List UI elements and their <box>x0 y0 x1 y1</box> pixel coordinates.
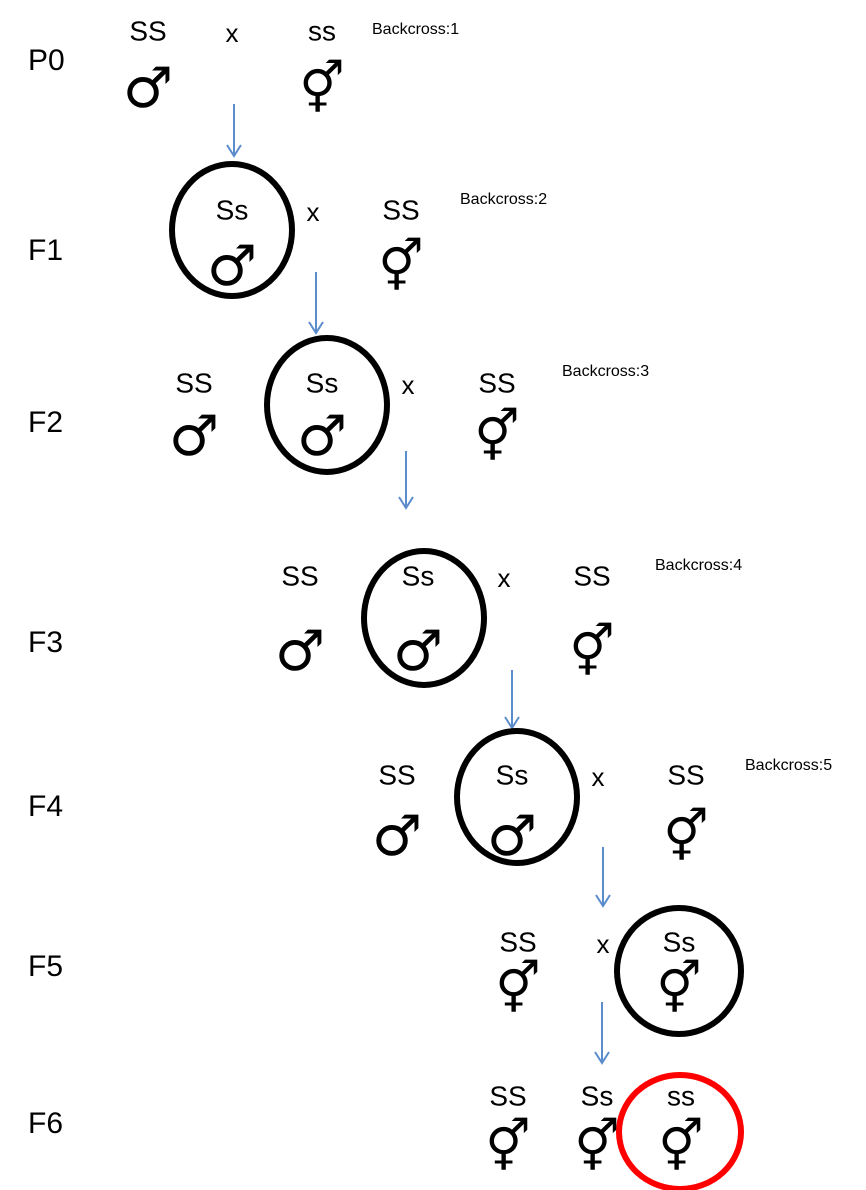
hermaphrodite-symbol-icon: ⚥ <box>495 960 540 1018</box>
individual-hermaphrodite: SS ⚥ <box>663 759 708 865</box>
generation-label: F1 <box>28 234 63 267</box>
individual-male: Ss ♂ <box>207 194 257 299</box>
generation-label: F5 <box>28 950 63 983</box>
hermaphrodite-symbol-icon: ⚥ <box>569 623 614 681</box>
cross-symbol: x <box>498 563 511 593</box>
individual-male: Ss ♂ <box>487 759 537 869</box>
hermaphrodite-symbol-icon: ⚥ <box>656 960 701 1018</box>
genotype-label: SS <box>499 926 536 957</box>
backcross-label: Backcross:4 <box>655 557 742 574</box>
selected-offspring-ring <box>169 161 295 299</box>
cross-symbol: x <box>592 762 605 792</box>
male-symbol-icon: ♂ <box>207 234 257 299</box>
selected-offspring-ring <box>614 905 744 1037</box>
individual-hermaphrodite: ss ⚥ <box>658 1080 703 1175</box>
male-symbol-icon: ♂ <box>123 56 173 121</box>
generation-label: F2 <box>28 406 63 439</box>
individual-male: SS ♂ <box>275 560 325 684</box>
highlighted-offspring-ring <box>616 1072 744 1190</box>
genotype-label: SS <box>382 194 419 225</box>
generation-label: F6 <box>28 1107 63 1140</box>
individual-hermaphrodite: SS ⚥ <box>378 194 423 295</box>
backcross-label: Backcross:2 <box>460 191 547 208</box>
generation-label: F3 <box>28 626 63 659</box>
individual-male: SS ♂ <box>123 15 173 121</box>
cross-symbol: x <box>226 18 239 48</box>
generation-row-f3: F3 SS ♂ Ss ♂ x SS ⚥ Backcross:4 <box>28 548 742 688</box>
genotype-label: Ss <box>402 560 435 591</box>
generation-label: F4 <box>28 790 63 823</box>
genotype-label: Ss <box>663 926 696 957</box>
generation-row-p0: P0 SS ♂ x ss ⚥ Backcross:1 <box>28 15 459 121</box>
genotype-label: SS <box>129 15 166 46</box>
hermaphrodite-symbol-icon: ⚥ <box>378 238 423 296</box>
genotype-label: SS <box>489 1080 526 1111</box>
generation-row-f4: F4 SS ♂ Ss ♂ x SS ⚥ Backcross:5 <box>28 728 832 869</box>
individual-hermaphrodite: SS ⚥ <box>474 367 519 465</box>
individual-male: SS ♂ <box>169 367 219 469</box>
individual-hermaphrodite: SS ⚥ <box>569 560 614 680</box>
genotype-label: SS <box>281 560 318 591</box>
male-symbol-icon: ♂ <box>372 804 422 869</box>
individual-hermaphrodite: Ss ⚥ <box>574 1080 619 1175</box>
individual-hermaphrodite: SS ⚥ <box>485 1080 530 1175</box>
generation-arrow <box>504 670 520 730</box>
individual-male: Ss ♂ <box>393 560 443 684</box>
generation-label: P0 <box>28 44 65 77</box>
cross-symbol: x <box>307 197 320 227</box>
genotype-label: SS <box>175 367 212 398</box>
backcross-label: Backcross:1 <box>372 21 459 38</box>
hermaphrodite-symbol-icon: ⚥ <box>658 1118 703 1176</box>
backcross-label: Backcross:5 <box>745 757 832 774</box>
selected-offspring-ring <box>361 548 487 688</box>
individual-hermaphrodite: SS⚥ <box>495 926 540 1017</box>
genotype-label: Ss <box>306 367 339 398</box>
genotype-label: SS <box>378 759 415 790</box>
genotype-label: ss <box>667 1080 695 1111</box>
genotype-label: SS <box>573 560 610 591</box>
individual-hermaphrodite: Ss⚥ <box>656 926 701 1017</box>
generation-row-f6: F6 SS ⚥ Ss ⚥ ss ⚥ <box>28 1072 744 1190</box>
hermaphrodite-symbol-icon: ⚥ <box>474 408 519 466</box>
generation-arrow <box>595 847 611 908</box>
hermaphrodite-symbol-icon: ⚥ <box>485 1118 530 1176</box>
genotype-label: Ss <box>496 759 529 790</box>
genotype-label: ss <box>308 15 336 46</box>
genotype-label: SS <box>667 759 704 790</box>
individual-hermaphrodite: ss ⚥ <box>299 15 344 117</box>
cross-symbol: x <box>402 370 415 400</box>
genotype-label: SS <box>478 367 515 398</box>
generation-arrow <box>398 451 414 510</box>
male-symbol-icon: ♂ <box>169 404 219 469</box>
backcross-label: Backcross:3 <box>562 363 649 380</box>
individual-male: SS ♂ <box>372 759 422 869</box>
male-symbol-icon: ♂ <box>275 619 325 684</box>
hermaphrodite-symbol-icon: ⚥ <box>299 60 344 118</box>
generation-arrow <box>308 272 324 335</box>
genotype-label: Ss <box>216 194 249 225</box>
generation-arrow <box>226 104 242 158</box>
generation-row-f1: F1 Ss ♂ x SS ⚥ Backcross:2 <box>28 161 547 299</box>
male-symbol-icon: ♂ <box>297 404 347 469</box>
selected-offspring-ring <box>264 335 390 475</box>
selected-offspring-ring <box>454 728 580 866</box>
cross-symbol: x <box>597 929 610 959</box>
hermaphrodite-symbol-icon: ⚥ <box>574 1118 619 1176</box>
male-symbol-icon: ♂ <box>487 804 537 869</box>
generation-row-f2: F2 SS ♂ Ss ♂ x SS ⚥ Backcross:3 <box>28 335 649 475</box>
generation-arrow <box>594 1002 610 1065</box>
individual-male: Ss ♂ <box>297 367 347 469</box>
genotype-label: Ss <box>581 1080 614 1111</box>
hermaphrodite-symbol-icon: ⚥ <box>663 808 708 866</box>
male-symbol-icon: ♂ <box>393 619 443 684</box>
